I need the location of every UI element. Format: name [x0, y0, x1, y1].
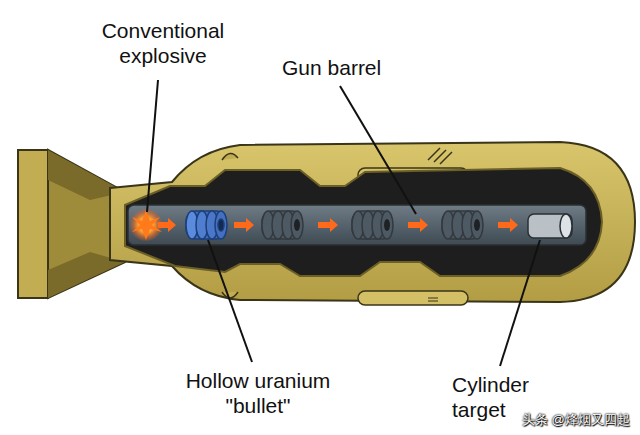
explosive-burst: [132, 210, 162, 240]
uranium-bullet: [186, 211, 227, 239]
part-label: Conventional explosive: [88, 18, 238, 68]
bullet-path: [262, 211, 483, 239]
tail-frame: [18, 150, 48, 298]
part-label: Gun barrel: [282, 55, 402, 80]
bomb-casing: [110, 142, 635, 302]
bullet-hole: [294, 219, 480, 231]
cylinder-target: [560, 214, 572, 238]
part-label: Hollow uranium "bullet": [168, 368, 348, 418]
lug: [222, 292, 238, 298]
watermark: 头条 @烽烟又四起: [522, 412, 630, 428]
cutaway: [125, 168, 602, 276]
vent: [358, 291, 468, 305]
lug: [222, 153, 238, 160]
marks: [428, 298, 438, 301]
explosive-burst: [130, 209, 162, 241]
gun-barrel: [128, 205, 586, 245]
cylinder-target: [528, 214, 572, 238]
leader-line: [147, 80, 540, 366]
marks: [428, 148, 452, 164]
motion-arrow: [158, 218, 518, 232]
